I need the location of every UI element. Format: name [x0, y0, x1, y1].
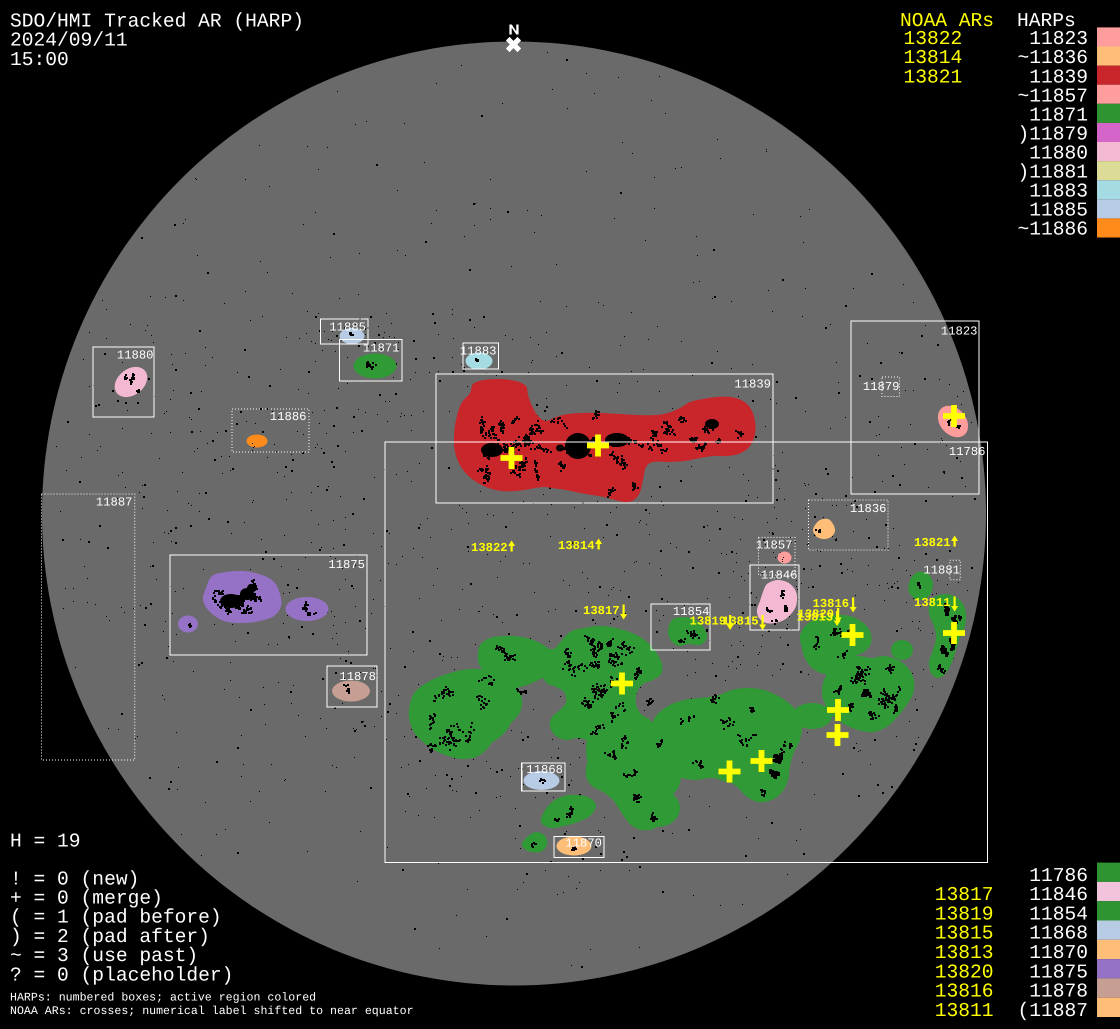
- svg-text:13816: 13816: [935, 981, 994, 1003]
- svg-text:13819: 13819: [935, 903, 994, 925]
- svg-text:11823: 11823: [1029, 28, 1088, 50]
- svg-text:11871: 11871: [1029, 104, 1088, 126]
- svg-text:11879: 11879: [863, 380, 900, 394]
- svg-text:NOAA ARs: NOAA ARs: [900, 10, 994, 32]
- svg-text:11836: 11836: [850, 502, 887, 516]
- svg-text:13813: 13813: [797, 611, 834, 625]
- svg-text:11883: 11883: [1029, 181, 1088, 203]
- svg-text:~ = 3 (use past): ~ = 3 (use past): [10, 945, 198, 967]
- svg-text:11878: 11878: [339, 670, 376, 684]
- svg-text:13821: 13821: [914, 536, 951, 550]
- svg-text:13811: 13811: [935, 1000, 994, 1022]
- svg-text:( = 1 (pad before): ( = 1 (pad before): [10, 907, 222, 929]
- svg-text:15:00: 15:00: [10, 49, 69, 71]
- svg-text:13817: 13817: [583, 604, 620, 618]
- svg-text:13822: 13822: [904, 28, 963, 50]
- svg-text:11887: 11887: [96, 496, 133, 510]
- svg-text:2024/09/11: 2024/09/11: [10, 30, 128, 52]
- svg-text:)11881: )11881: [1017, 162, 1088, 184]
- svg-text:11880: 11880: [1029, 143, 1088, 165]
- svg-text:13815: 13815: [935, 923, 994, 945]
- svg-text:11885: 11885: [329, 321, 366, 335]
- svg-text:11883: 11883: [460, 345, 497, 359]
- svg-text:11885: 11885: [1029, 200, 1088, 222]
- svg-text:HARPs: numbered boxes; active: HARPs: numbered boxes; active region col…: [10, 992, 316, 1005]
- svg-text:11786: 11786: [949, 445, 986, 459]
- svg-text:SDO/HMI Tracked AR (HARP): SDO/HMI Tracked AR (HARP): [10, 11, 304, 33]
- svg-text:11846: 11846: [1029, 884, 1088, 906]
- svg-text:11870: 11870: [565, 837, 602, 851]
- svg-text:~11857: ~11857: [1017, 85, 1088, 107]
- svg-text:13817: 13817: [935, 884, 994, 906]
- svg-text:11854: 11854: [1029, 903, 1088, 925]
- svg-text:11881: 11881: [923, 564, 960, 578]
- svg-text:11786: 11786: [1029, 865, 1088, 887]
- svg-text:11875: 11875: [328, 558, 365, 572]
- svg-text:11868: 11868: [1029, 923, 1088, 945]
- svg-text:)11879: )11879: [1017, 123, 1088, 145]
- svg-text:NOAA ARs: crosses; numerical l: NOAA ARs: crosses; numerical label shift…: [10, 1005, 414, 1018]
- svg-text:11854: 11854: [673, 605, 710, 619]
- svg-text:13816: 13816: [813, 597, 850, 611]
- svg-text:13811: 13811: [914, 596, 951, 610]
- svg-text:13820: 13820: [935, 961, 994, 983]
- svg-text:~11886: ~11886: [1017, 219, 1088, 241]
- svg-text:11839: 11839: [734, 378, 771, 392]
- svg-text:11886: 11886: [270, 410, 307, 424]
- svg-text:H = 19: H = 19: [10, 831, 81, 853]
- svg-text:! = 0 (new): ! = 0 (new): [10, 868, 139, 890]
- svg-text:+ = 0 (merge): + = 0 (merge): [10, 888, 163, 910]
- svg-text:13815: 13815: [722, 615, 759, 629]
- svg-text:13813: 13813: [935, 942, 994, 964]
- svg-text:HARPs: HARPs: [1017, 10, 1076, 32]
- svg-text:11871: 11871: [363, 342, 400, 356]
- svg-text:11839: 11839: [1029, 66, 1088, 88]
- svg-text:11878: 11878: [1029, 981, 1088, 1003]
- svg-text:13819: 13819: [690, 615, 727, 629]
- svg-text:13814: 13814: [904, 47, 963, 69]
- svg-text:) = 2 (pad after): ) = 2 (pad after): [10, 926, 210, 948]
- svg-text:? = 0 (placeholder): ? = 0 (placeholder): [10, 964, 233, 986]
- svg-text:11846: 11846: [761, 569, 798, 583]
- svg-text:11823: 11823: [941, 325, 978, 339]
- svg-text:13822: 13822: [471, 541, 508, 555]
- svg-text:11875: 11875: [1029, 961, 1088, 983]
- svg-text:13814: 13814: [558, 539, 595, 553]
- svg-text:(11887: (11887: [1017, 1000, 1088, 1022]
- svg-text:11870: 11870: [1029, 942, 1088, 964]
- svg-text:11880: 11880: [117, 349, 154, 363]
- svg-text:13820: 13820: [798, 608, 835, 622]
- svg-text:~11836: ~11836: [1017, 47, 1088, 69]
- svg-text:11868: 11868: [526, 763, 563, 777]
- svg-text:13821: 13821: [904, 66, 963, 88]
- svg-text:11857: 11857: [756, 539, 793, 553]
